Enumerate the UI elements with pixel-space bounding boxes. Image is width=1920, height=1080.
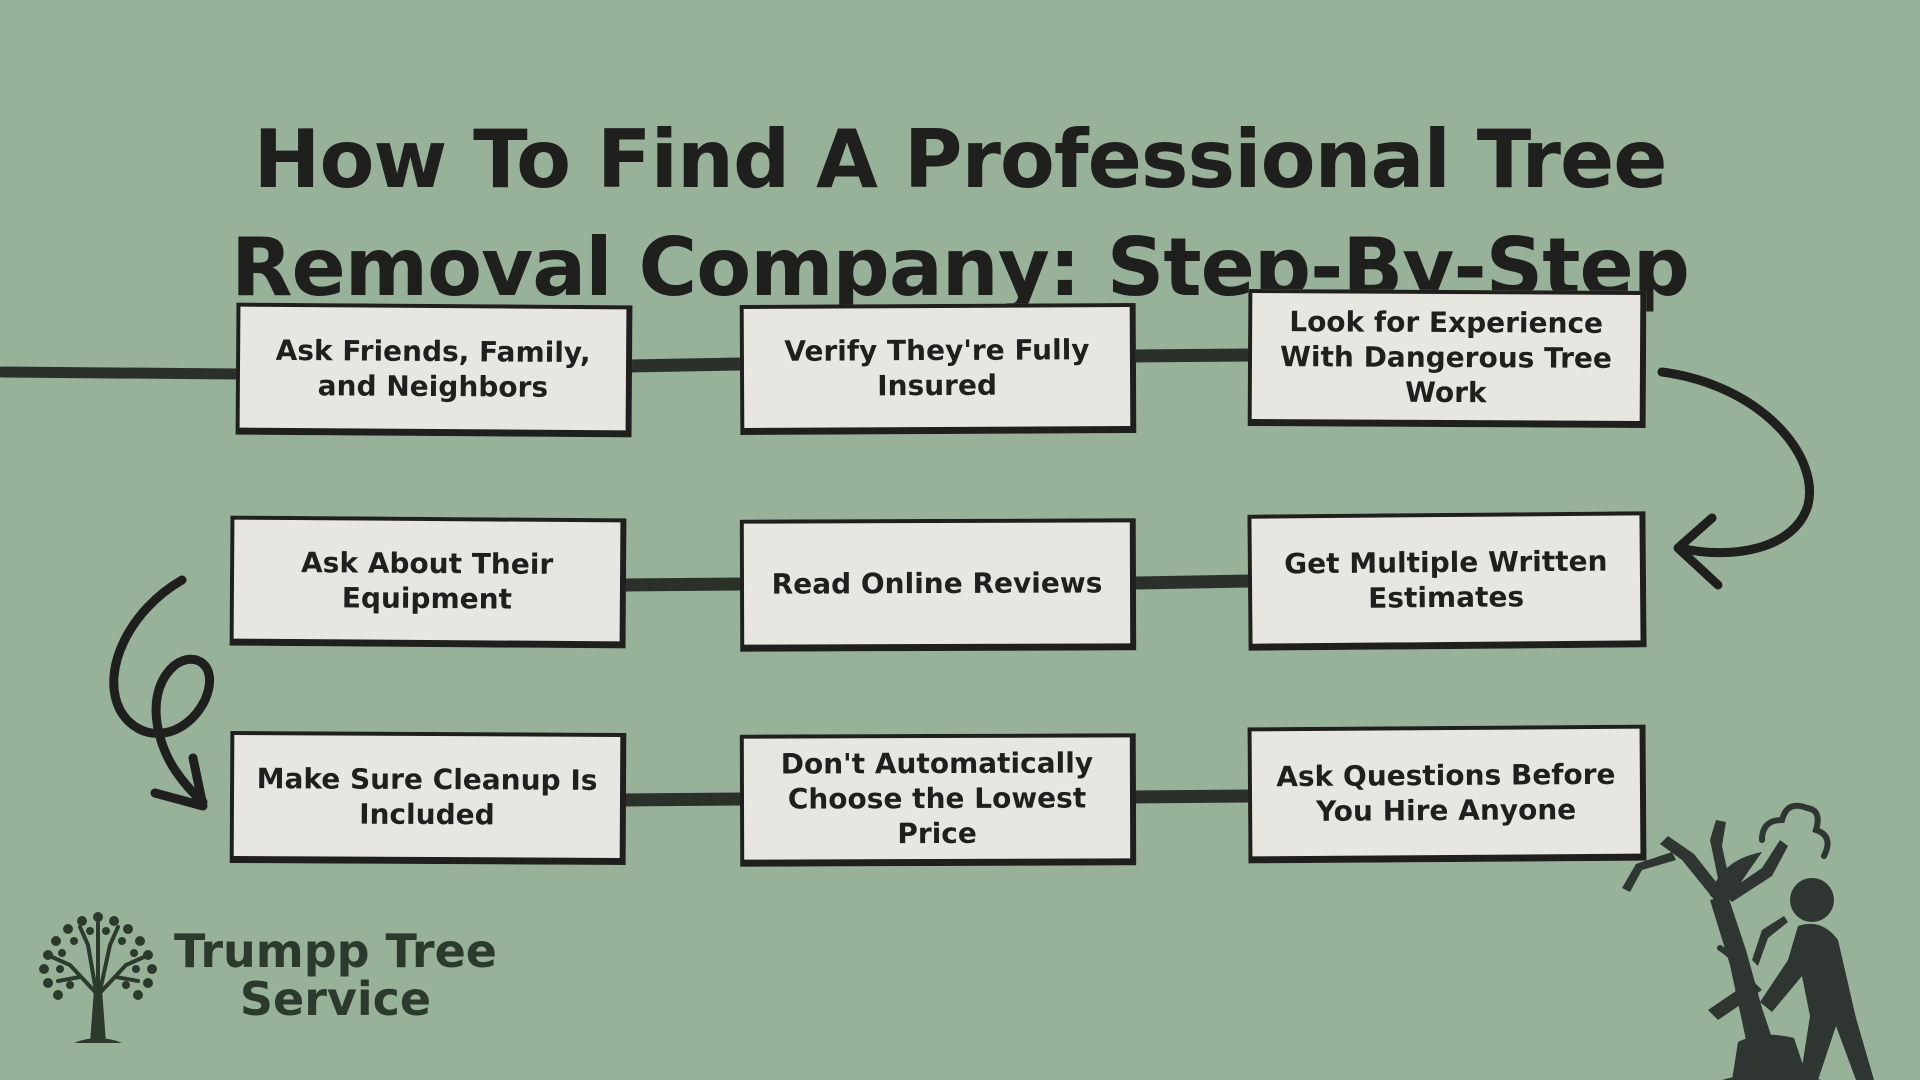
connector-2-3 — [1128, 348, 1257, 363]
connector-8-9 — [1128, 789, 1257, 804]
brand-logo: Trumpp Tree Service — [30, 905, 497, 1045]
brand-name-line-1: Trumpp Tree — [174, 924, 497, 978]
step-2-box: Verify They're Fully Insured — [739, 302, 1137, 436]
brand-name: Trumpp Tree Service — [174, 927, 497, 1023]
loop-arrow-left-head-icon — [150, 753, 208, 811]
curved-arrow-right-icon — [1657, 367, 1814, 558]
step-6-label: Get Multiple Written Estimates — [1284, 544, 1608, 615]
page-title-line-1: How To Find A Professional Tree — [253, 112, 1667, 206]
step-7-label: Make Sure Cleanup Is Included — [256, 761, 598, 831]
step-8-label: Don't Automatically Choose the Lowest Pr… — [780, 746, 1094, 851]
step-6-box: Get Multiple Written Estimates — [1247, 511, 1647, 651]
step-3-label: Look for Experience With Dangerous Tree … — [1279, 304, 1613, 409]
step-8-box: Don't Automatically Choose the Lowest Pr… — [739, 733, 1137, 867]
step-5-label: Read Online Reviews — [771, 566, 1103, 601]
brand-name-line-2: Service — [239, 972, 432, 1026]
tree-logo-icon — [39, 912, 157, 1043]
step-4-label: Ask About Their Equipment — [300, 545, 554, 616]
step-9-label: Ask Questions Before You Hire Anyone — [1276, 757, 1616, 828]
step-4-box: Ask About Their Equipment — [229, 515, 627, 649]
connector-4-5 — [618, 577, 747, 592]
step-2-label: Verify They're Fully Insured — [784, 332, 1090, 402]
curved-arrow-right-head-icon — [1673, 513, 1723, 590]
person-cutting-tree-icon — [1622, 802, 1874, 1080]
step-3-box: Look for Experience With Dangerous Tree … — [1247, 288, 1647, 429]
lead-in-line — [0, 366, 244, 380]
step-7-box: Make Sure Cleanup Is Included — [229, 730, 627, 866]
connector-7-8 — [618, 792, 747, 807]
connector-5-6 — [1128, 574, 1257, 590]
step-1-box: Ask Friends, Family, and Neighbors — [235, 302, 633, 438]
connector-1-2 — [623, 357, 747, 373]
page-title: How To Find A Professional Tree Removal … — [0, 106, 1920, 322]
step-9-box: Ask Questions Before You Hire Anyone — [1247, 724, 1647, 864]
loop-arrow-left-icon — [109, 575, 215, 807]
step-5-box: Read Online Reviews — [739, 518, 1137, 652]
step-1-label: Ask Friends, Family, and Neighbors — [275, 333, 591, 404]
